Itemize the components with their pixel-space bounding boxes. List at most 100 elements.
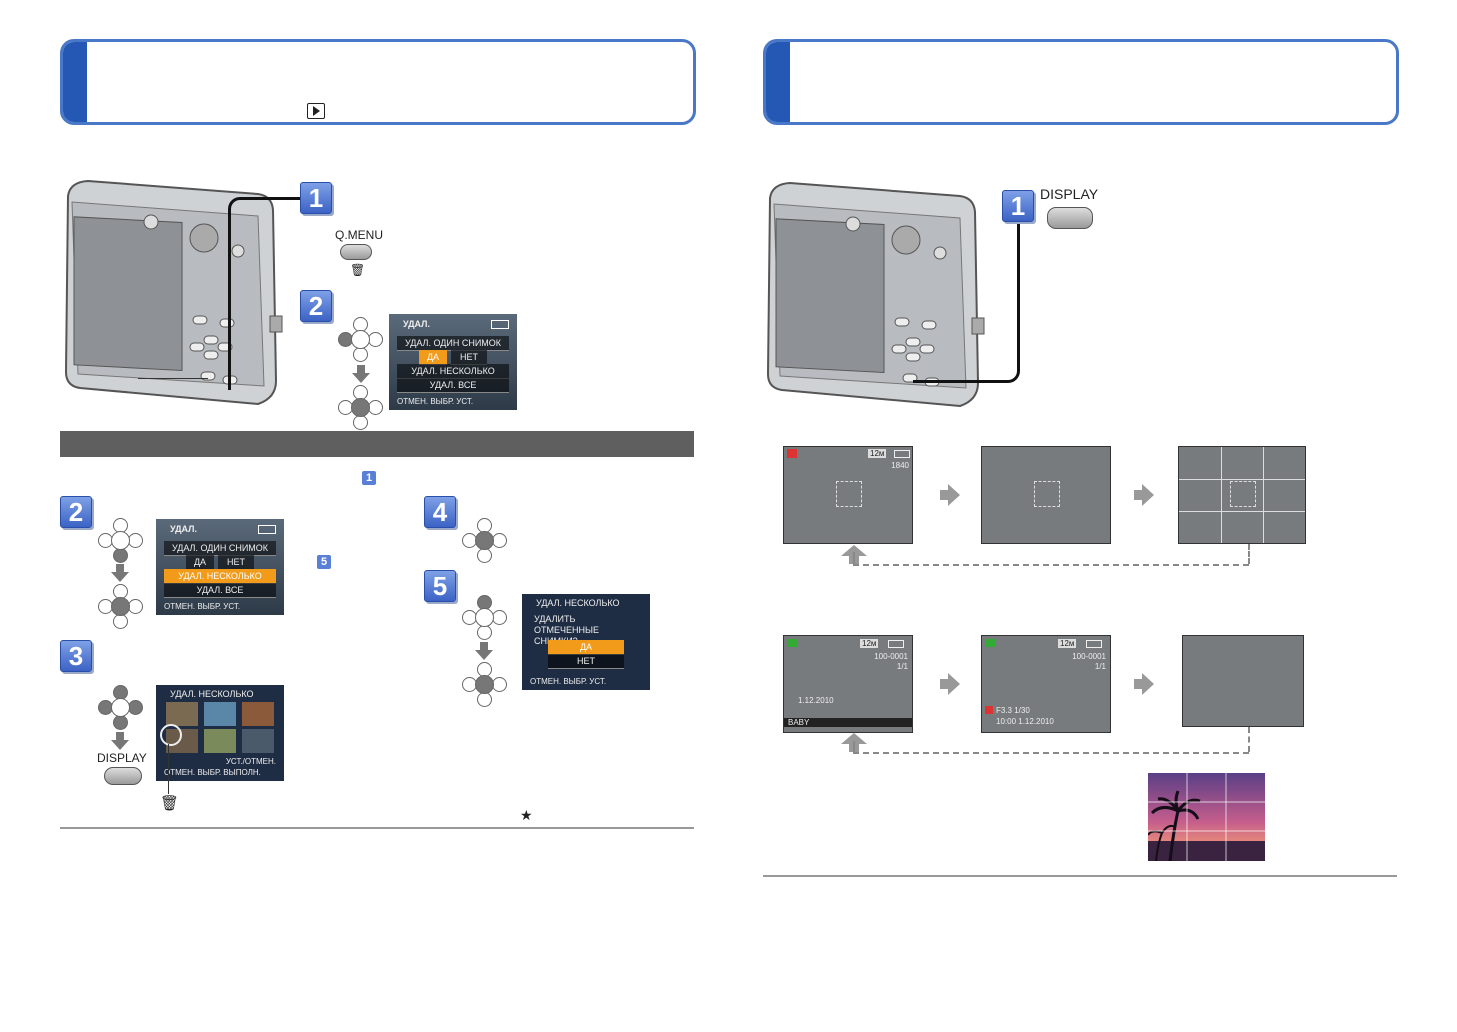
loop-line [853, 564, 1249, 566]
loop-line [853, 752, 1249, 754]
play-screen-info: 12м 100-0001 1/1 F3.3 1/30 10:00 1.12.20… [981, 635, 1111, 733]
lcd-yes: ДА [548, 640, 624, 655]
lcd-yes: ДА [186, 555, 214, 570]
display-button[interactable] [104, 767, 142, 785]
display-label: DISPLAY [1040, 186, 1099, 202]
display-button[interactable] [1047, 207, 1093, 229]
loop-line [853, 552, 855, 564]
trash-mark-icon: 🗑 [160, 795, 180, 812]
dpad[interactable] [462, 595, 507, 640]
lcd-no: НЕТ [548, 654, 624, 669]
af-frame [1230, 481, 1256, 507]
pointer-line [138, 378, 208, 379]
right-title-box [763, 39, 1399, 125]
battery-icon [1086, 640, 1102, 648]
name-bar: BABY [784, 718, 912, 727]
lcd-row: УДАЛ. ВСЕ [164, 583, 276, 598]
battery-icon [491, 320, 509, 329]
dpad[interactable] [98, 685, 143, 730]
lcd-confirm: УДАЛ. НЕСКОЛЬКО УДАЛИТЬ ОТМЕЧЕННЫЕ СНИМК… [522, 594, 650, 690]
right-arrow-icon [1134, 673, 1154, 695]
pointer-line [168, 744, 169, 794]
step-5-badge: 5 [424, 570, 456, 602]
step-3-badge: 3 [60, 640, 92, 672]
lcd-footer: ОТМЕН. ВЫБР. ВЫПОЛН. [164, 768, 261, 777]
down-arrow-icon [475, 642, 493, 660]
exif-date: 10:00 1.12.2010 [996, 717, 1054, 726]
rec-screen-full: 12м 1840 [783, 446, 913, 544]
file-number: 100-0001 [1072, 652, 1106, 661]
lcd-title: УДАЛ. [170, 524, 197, 534]
divider [60, 827, 694, 829]
lcd-delete-menu: УДАЛ. УДАЛ. ОДИН СНИМОК ДА НЕТ УДАЛ. НЕС… [389, 314, 517, 410]
thumb [166, 702, 198, 726]
loop-line [853, 741, 855, 752]
exif-info: F3.3 1/30 [996, 706, 1030, 715]
qmenu-button[interactable] [340, 244, 372, 260]
loop-line [1248, 727, 1250, 752]
play-icon [307, 103, 325, 119]
battery-icon [888, 640, 904, 648]
step-2-badge: 2 [300, 290, 332, 322]
left-title-box [60, 39, 696, 125]
lcd-row: УДАЛ. ОДИН СНИМОК [164, 541, 276, 556]
file-number: 100-0001 [874, 652, 908, 661]
dpad-left[interactable] [338, 317, 383, 362]
lcd-footer: УСТ./ОТМЕН. [225, 757, 276, 766]
sunset-photo [1148, 773, 1265, 861]
ref-step-5: 5 [317, 555, 331, 569]
battery-icon [894, 450, 910, 458]
star-icon: ★ [520, 807, 533, 823]
guide-line [1221, 447, 1222, 543]
lcd-row: УДАЛ. ВСЕ [397, 378, 509, 393]
lcd-footer: ОТМЕН. ВЫБР. УСТ. [164, 602, 241, 611]
step-1-badge: 1 [300, 182, 332, 214]
rec-screen-guide [1178, 446, 1306, 544]
step-2b-badge: 2 [60, 496, 92, 528]
down-arrow-icon [111, 564, 129, 582]
play-screen-full: 12м 100-0001 1/1 1.12.2010 BABY [783, 635, 913, 733]
lcd-title: УДАЛ. НЕСКОЛЬКО [170, 689, 254, 699]
af-frame [836, 481, 862, 507]
dpad-center[interactable] [338, 385, 383, 430]
trash-icon: 🗑 [350, 263, 366, 277]
thumb [204, 729, 236, 753]
dpad[interactable] [462, 662, 507, 707]
qmenu-label: Q.MENU [335, 228, 383, 242]
size-indicator: 12м [860, 639, 879, 648]
camera-illustration [64, 179, 283, 406]
mark-circle [160, 724, 182, 746]
guide-line [1179, 511, 1305, 512]
down-arrow-icon [111, 732, 129, 750]
right-arrow-icon [940, 484, 960, 506]
lcd-footer: ОТМЕН. ВЫБР. УСТ. [397, 397, 474, 406]
rec-mode-icon [985, 706, 993, 714]
lcd-row-selected: УДАЛ. НЕСКОЛЬКО [164, 569, 276, 584]
callout-line [913, 218, 1020, 383]
thumb [242, 702, 274, 726]
divider [763, 875, 1397, 877]
dpad[interactable] [98, 518, 143, 563]
mode-icon [787, 449, 797, 458]
dpad[interactable] [462, 518, 507, 563]
dpad[interactable] [98, 584, 143, 629]
right-arrow-icon [940, 673, 960, 695]
callout-line-down [228, 210, 231, 385]
play-mode-icon [787, 639, 797, 647]
lcd-row: УДАЛ. ОДИН СНИМОК [397, 336, 509, 351]
camera-illustration [766, 181, 985, 408]
step-1-badge: 1 [1002, 190, 1034, 222]
display-label: DISPLAY [97, 751, 147, 765]
size-indicator: 12м [1058, 639, 1077, 648]
thumb [242, 729, 274, 753]
lcd-multi-menu: УДАЛ. УДАЛ. ОДИН СНИМОК ДА НЕТ УДАЛ. НЕС… [156, 519, 284, 615]
title-tab [63, 42, 87, 122]
lcd-title: УДАЛ. [403, 319, 430, 329]
guide-line [1263, 447, 1264, 543]
step-4-badge: 4 [424, 496, 456, 528]
lcd-row: УДАЛ. НЕСКОЛЬКО [397, 364, 509, 379]
play-mode-icon [985, 639, 995, 647]
shot-count: 1840 [891, 461, 909, 470]
section-bar [60, 431, 694, 457]
thumb [204, 702, 236, 726]
